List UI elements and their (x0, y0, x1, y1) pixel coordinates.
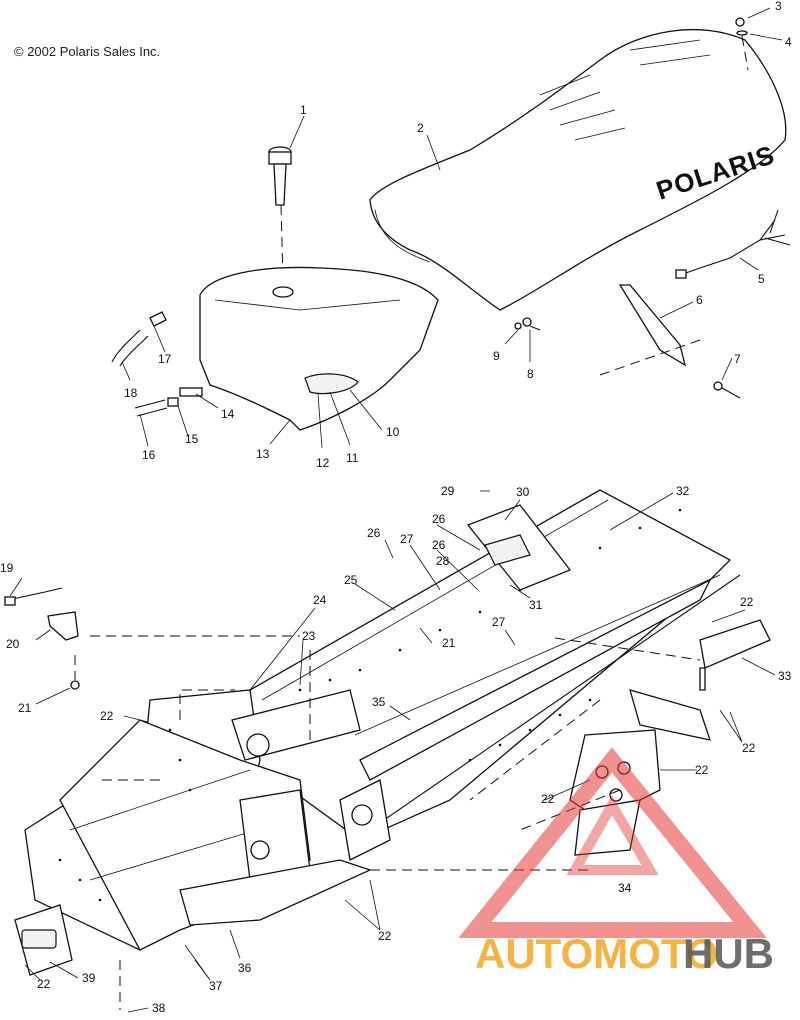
callout-7: 7 (734, 352, 741, 366)
callout-34: 34 (618, 881, 632, 895)
callout-37: 37 (209, 979, 223, 993)
callout-26-c: 26 (432, 538, 446, 552)
callout-27-a: 27 (400, 532, 414, 546)
callout-25: 25 (344, 573, 358, 587)
callout-22-bumper: 22 (37, 977, 51, 991)
seat-strap (599, 284, 701, 376)
left-bracket-parts (4, 587, 80, 690)
callout-21-center: 21 (442, 636, 456, 650)
callout-22-rear-low: 22 (695, 763, 709, 777)
strap-screw (713, 381, 741, 399)
callout-38: 38 (152, 1001, 166, 1015)
callout-22-bracket: 22 (541, 792, 555, 806)
callout-21-left: 21 (18, 701, 32, 715)
callout-19: 19 (0, 561, 14, 575)
callout-33: 33 (778, 669, 792, 683)
callout-22-rear-top: 22 (740, 595, 754, 609)
callout-4: 4 (785, 35, 792, 49)
callout-5: 5 (758, 272, 765, 286)
callout-15: 15 (185, 432, 199, 446)
callout-39: 39 (82, 971, 96, 985)
callout-22-front: 22 (100, 709, 114, 723)
callout-3: 3 (775, 0, 782, 13)
callout-20: 20 (6, 637, 20, 651)
callout-26-a: 26 (367, 526, 381, 540)
gas-cap (268, 146, 292, 281)
callout-17: 17 (158, 352, 172, 366)
callout-18: 18 (124, 386, 138, 400)
fuel-hoses (111, 311, 203, 417)
callout-30: 30 (516, 485, 530, 499)
callout-16: 16 (142, 448, 156, 462)
callout-35: 35 (372, 695, 386, 709)
copyright-notice: © 2002 Polaris Sales Inc. (14, 44, 161, 59)
callout-32: 32 (676, 484, 690, 498)
callout-9: 9 (493, 349, 500, 363)
callout-1: 1 (300, 103, 307, 117)
callout-6: 6 (696, 293, 703, 307)
seat-screw (514, 317, 541, 331)
seat-nut (735, 17, 749, 71)
wire-harness (675, 209, 791, 279)
callout-28: 28 (436, 554, 450, 568)
callout-11: 11 (346, 451, 359, 465)
watermark-logo: AUTOMOTO HUB (458, 747, 774, 977)
callout-8: 8 (527, 367, 534, 381)
callout-26-b: 26 (432, 512, 446, 526)
chassis-frame (14, 489, 771, 1010)
callout-13: 13 (256, 447, 270, 461)
callout-27-b: 27 (492, 615, 506, 629)
callout-31: 31 (529, 598, 543, 612)
callout-12: 12 (316, 456, 330, 470)
watermark-text-b: HUB (683, 930, 774, 977)
callout-2: 2 (417, 121, 424, 135)
fuel-tank (199, 266, 439, 431)
callout-10: 10 (386, 425, 400, 439)
seat-assembly: POLARIS (369, 29, 787, 311)
callout-22-bottom: 22 (378, 929, 392, 943)
callout-23: 23 (302, 629, 316, 643)
callout-29: 29 (441, 484, 455, 498)
callout-22-rear-mid: 22 (742, 741, 756, 755)
callout-14: 14 (221, 407, 235, 421)
callout-36: 36 (238, 961, 252, 975)
watermark-text-a: AUTOMOTO (475, 930, 718, 977)
callout-24: 24 (313, 593, 327, 607)
leader-lines (9, 7, 783, 1013)
